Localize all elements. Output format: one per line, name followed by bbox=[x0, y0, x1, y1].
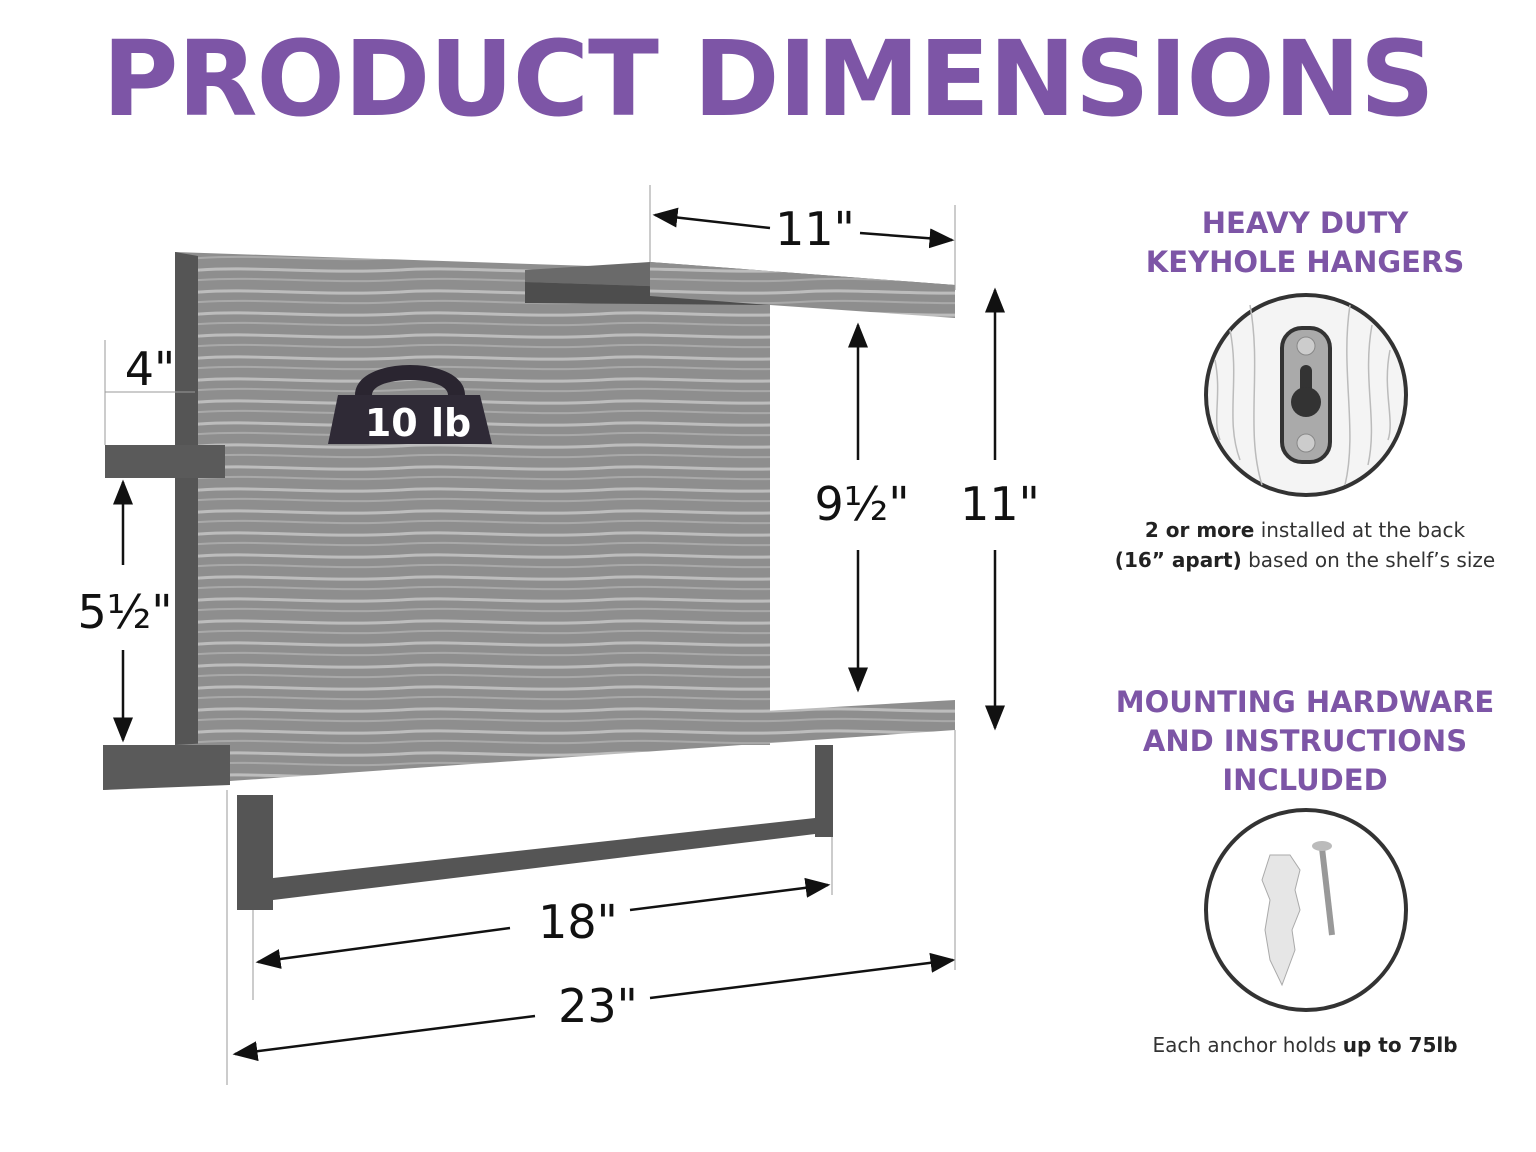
hardware-heading: MOUNTING HARDWARE AND INSTRUCTIONS INCLU… bbox=[1090, 683, 1520, 800]
hardware-heading-line2: AND INSTRUCTIONS bbox=[1142, 724, 1468, 758]
middle-shelf bbox=[105, 445, 618, 478]
keyhole-heading: HEAVY DUTY KEYHOLE HANGERS bbox=[1090, 204, 1520, 282]
towel-bar bbox=[237, 745, 833, 910]
keyhole-note: 2 or more installed at the back (16” apa… bbox=[1090, 515, 1520, 575]
keyhole-heading-line1: HEAVY DUTY bbox=[1201, 206, 1409, 240]
dim-overall-width: 23" bbox=[558, 979, 638, 1033]
top-shelf bbox=[525, 262, 955, 318]
hardware-heading-line3: INCLUDED bbox=[1222, 763, 1388, 797]
hardware-note-text: Each anchor holds bbox=[1152, 1033, 1343, 1057]
page-title: PRODUCT DIMENSIONS bbox=[102, 18, 1435, 140]
weight-label: 10 lb bbox=[365, 401, 471, 445]
dim-overall-height: 11" bbox=[960, 477, 1040, 531]
hardware-note-bold: up to 75lb bbox=[1342, 1033, 1458, 1057]
keyhole-heading-line2: KEYHOLE HANGERS bbox=[1145, 245, 1465, 279]
dim-middle-to-bottom: 5½" bbox=[77, 585, 172, 639]
dim-shelf-depth: 4" bbox=[125, 342, 175, 396]
dim-top-shelf-width: 11" bbox=[775, 202, 855, 256]
keyhole-note-text1: installed at the back bbox=[1254, 518, 1466, 542]
keyhole-hanger-icon bbox=[1204, 293, 1408, 497]
keyhole-note-text2: based on the shelf’s size bbox=[1241, 548, 1496, 572]
anchor-screw-icon bbox=[1204, 808, 1408, 1012]
hardware-heading-line1: MOUNTING HARDWARE bbox=[1115, 685, 1495, 719]
weight-icon: 10 lb bbox=[328, 365, 492, 445]
hardware-note: Each anchor holds up to 75lb bbox=[1090, 1030, 1520, 1060]
back-panel bbox=[175, 252, 770, 745]
dim-top-to-bottom: 9½" bbox=[814, 477, 909, 531]
keyhole-note-bold2: (16” apart) bbox=[1114, 548, 1242, 572]
keyhole-note-bold1: 2 or more bbox=[1144, 518, 1255, 542]
bottom-shelf bbox=[103, 700, 955, 790]
dim-towel-bar-width: 18" bbox=[538, 895, 618, 949]
